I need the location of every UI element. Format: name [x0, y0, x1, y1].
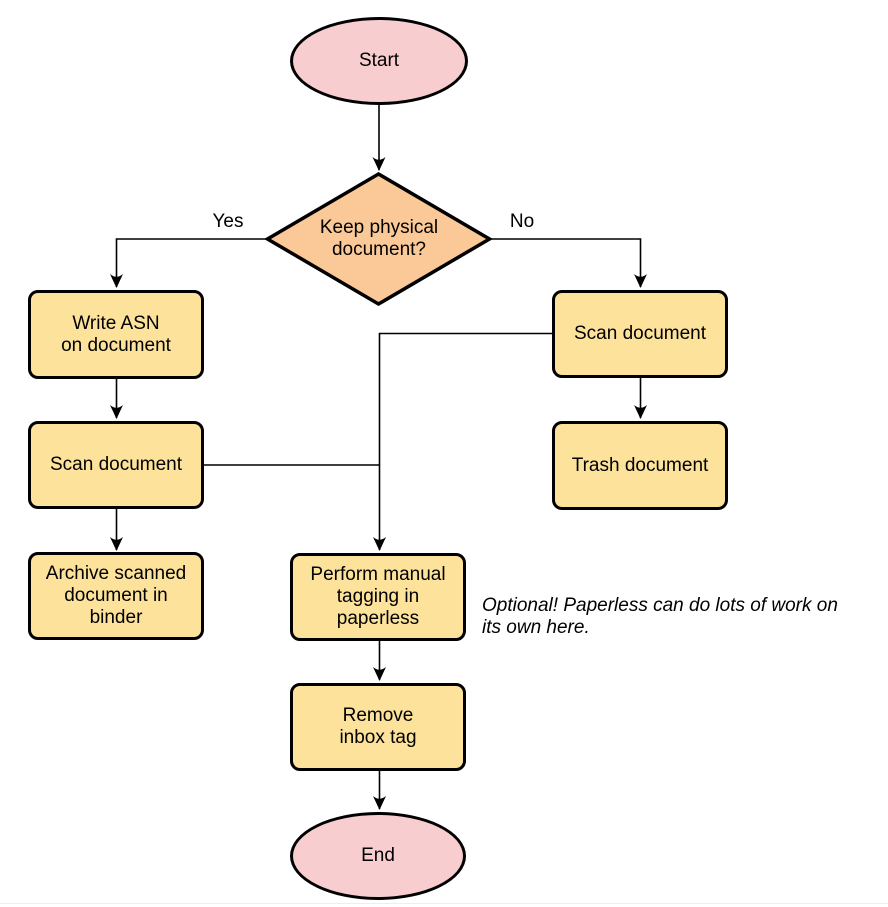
node-scan-document-right: Scan document	[552, 290, 728, 378]
node-manual-tagging: Perform manual tagging in paperless	[290, 553, 466, 641]
edge-label-no: No	[509, 211, 535, 232]
node-start: Start	[290, 17, 468, 105]
annotation-optional-note: Optional! Paperless can do lots of work …	[482, 595, 838, 638]
decision-diamond-shape	[264, 171, 493, 307]
edge-decision-yes-to-write-asn	[110, 238, 267, 288]
node-scan-document-left-label: Scan document	[49, 454, 183, 475]
node-end: End	[290, 812, 466, 900]
node-remove-inbox-tag-label: Remove inbox tag	[339, 705, 417, 748]
node-start-label: Start	[358, 50, 400, 71]
node-archive-document-label: Archive scanned document in binder	[45, 563, 187, 628]
node-write-asn: Write ASN on document	[28, 290, 204, 379]
node-end-label: End	[361, 845, 395, 866]
edge-decision-no-to-scan-right	[490, 238, 647, 288]
node-decision-keep-physical: Keep physical document?	[290, 216, 468, 262]
page-bottom-divider	[0, 903, 888, 904]
edge-label-yes: Yes	[212, 211, 244, 232]
node-archive-document: Archive scanned document in binder	[28, 552, 204, 640]
node-trash-document-label: Trash document	[571, 454, 709, 476]
node-decision-label: Keep physical document?	[319, 217, 439, 260]
node-manual-tagging-label: Perform manual tagging in paperless	[310, 564, 446, 629]
edge-scan-right-to-tagging	[373, 332, 552, 551]
node-write-asn-label: Write ASN on document	[61, 312, 171, 356]
node-remove-inbox-tag: Remove inbox tag	[290, 683, 466, 771]
node-trash-document: Trash document	[552, 421, 728, 510]
node-scan-document-left: Scan document	[28, 421, 204, 509]
node-scan-document-right-label: Scan document	[573, 323, 707, 344]
